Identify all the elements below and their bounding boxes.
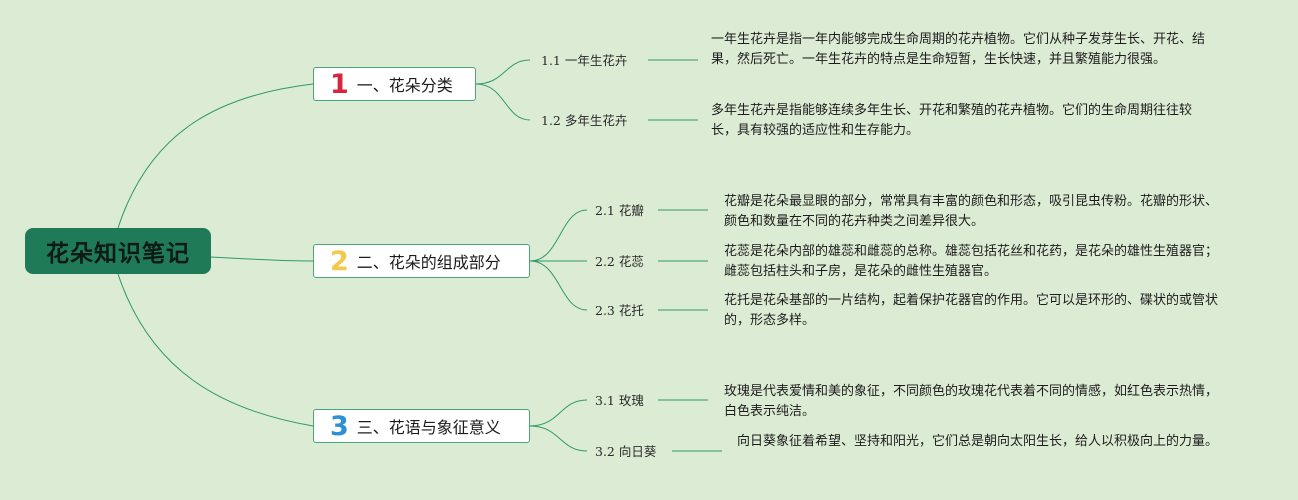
root-title: 花朵知识笔记	[46, 241, 190, 267]
branch-label: 二、花朵的组成部分	[356, 253, 501, 272]
branch-number-3: 3	[330, 410, 349, 442]
subtopic-petals[interactable]: 2.1 花瓣	[595, 203, 644, 218]
note-rose: 玫瑰是代表爱情和美的象征，不同颜色的玫瑰花代表着不同的情感，如红色表示热情，白色…	[724, 384, 1219, 419]
branch-number-1: 1	[330, 68, 349, 100]
connector-branch-3-sub-2	[529, 425, 588, 452]
note-petals: 花瓣是花朵最显眼的部分，常常具有丰富的颜色和形态，吸引昆虫传粉。花瓣的形状、颜色…	[724, 194, 1219, 229]
connector-branch-1-sub-1	[475, 59, 531, 85]
subtopic-stamens-pistils[interactable]: 2.2 花蕊	[595, 254, 644, 269]
note-perennial-flowers: 多年生花卉是指能够连续多年生长、开花和繁殖的花卉植物。它们的生命周期往往较长，具…	[711, 103, 1193, 138]
branch-label: 一、花朵分类	[356, 76, 453, 95]
subtopic-sunflower[interactable]: 3.2 向日葵	[595, 444, 657, 459]
connector-root-branch-2	[210, 256, 314, 262]
subtopic-receptacle[interactable]: 2.3 花托	[595, 303, 644, 318]
connector-root-branch-3	[117, 273, 314, 427]
branch-node-parts[interactable]: 2 二、花朵的组成部分	[313, 244, 530, 278]
connector-branch-2-sub-1	[529, 209, 588, 262]
subtopic-perennial-flowers[interactable]: 1.2 多年生花卉	[541, 113, 628, 128]
note-stamens-pistils: 花蕊是花朵内部的雄蕊和雌蕊的总称。雄蕊包括花丝和花药，是花朵的雄性生殖器官；雌蕊…	[724, 244, 1219, 279]
connector-branch-1-sub-2	[475, 83, 531, 121]
branch-node-symbolism[interactable]: 3 三、花语与象征意义	[313, 409, 530, 443]
note-annual-flowers: 一年生花卉是指一年内能够完成生命周期的花卉植物。它们从种子发芽生长、开花、结果，…	[711, 32, 1206, 67]
connector-branch-3-sub-1	[529, 399, 588, 427]
note-receptacle: 花托是花朵基部的一片结构，起着保护花器官的作用。它可以是环形的、碟状的或管状的，…	[724, 293, 1219, 328]
branch-label: 三、花语与象征意义	[356, 418, 501, 437]
connector-branch-2-sub-3	[529, 260, 588, 311]
note-sunflower: 向日葵象征着希望、坚持和阳光，它们总是朝向太阳生长，给人以积极向上的力量。	[737, 434, 1219, 449]
connector-root-branch-1	[117, 83, 314, 229]
branch-node-classification[interactable]: 1 一、花朵分类	[313, 67, 476, 101]
subtopic-rose[interactable]: 3.1 玫瑰	[595, 393, 644, 408]
branch-number-2: 2	[330, 245, 349, 277]
subtopic-annual-flowers[interactable]: 1.1 一年生花卉	[541, 53, 628, 68]
root-node[interactable]: 花朵知识笔记	[25, 228, 211, 274]
